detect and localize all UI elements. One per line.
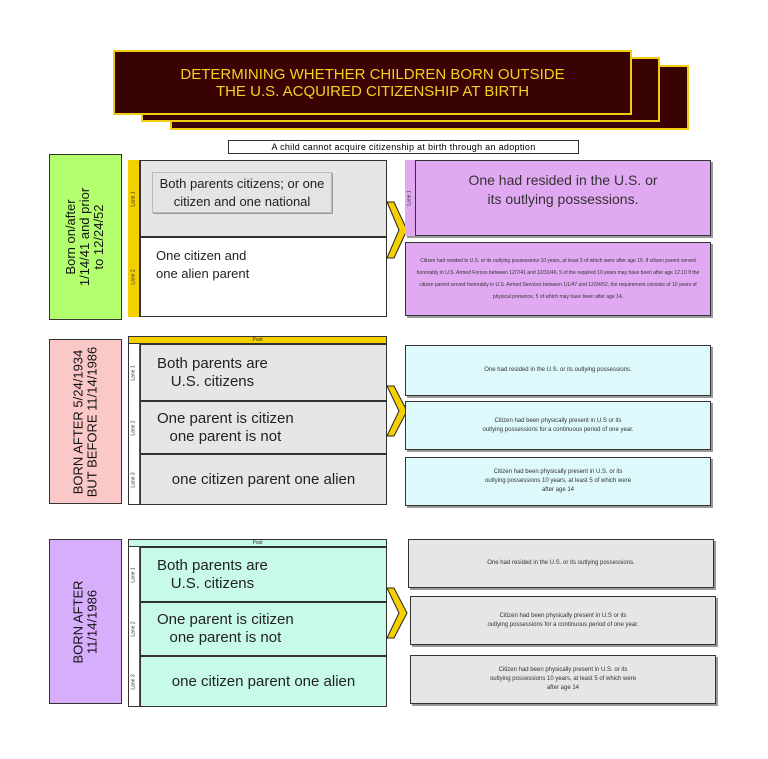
section3-lane2-strip: Lane 2	[128, 602, 140, 656]
section3-result3-text-1: Citizen had been physically present in U…	[498, 667, 628, 673]
section3-result3-text-3: after age 14	[546, 685, 579, 691]
section1-lane2-text-2: one alien parent	[156, 266, 250, 281]
section1-lane2	[140, 237, 387, 317]
section2-result3: Citizen had been physically present in U…	[405, 457, 711, 506]
title-line-2: THE U.S. ACQUIRED CITIZENSHIP AT BIRTH	[215, 82, 530, 100]
section2-lane2-text-1: One parent is citizen	[157, 409, 294, 427]
section3-lane1-strip: Lane 1	[128, 547, 140, 602]
section1-result1-text-2: its outlying possessions.	[487, 191, 639, 207]
section3-lane1: Both parents are U.S. citizens	[140, 547, 387, 602]
section2-result2-text-2: outlying possessions for a continuous pe…	[482, 426, 634, 433]
section1-result2-text: Citizen had resided in U.S. or its outly…	[416, 258, 700, 300]
section2-lane3-text: one citizen parent one alien	[171, 470, 356, 488]
section2-result3-text-1: Citizen had been physically present in U…	[493, 469, 623, 475]
title-line-1: DETERMINING WHETHER CHILDREN BORN OUTSID…	[180, 65, 565, 83]
section1-lane1-strip: Lane 1	[128, 160, 140, 237]
section2-pool	[128, 336, 387, 505]
section2-result2: Citizen had been physically present in U…	[405, 401, 711, 450]
section3-result1: One had resided in the U.S. or its outly…	[408, 539, 714, 588]
section3-result3-text-2: outlying possessions 10 years, at least …	[489, 676, 637, 682]
section1-result1	[405, 160, 711, 236]
section1-lane1-label: Lane 1	[130, 190, 137, 207]
section1-lane1-text-1: Both parents citizens; or one	[159, 175, 325, 191]
section1-lane1-box: Both parents citizens; or one citizen an…	[152, 172, 332, 213]
section2-lane2: One parent is citizen one parent is not	[140, 401, 387, 454]
section2-bracket-arrow	[386, 385, 408, 437]
section2-side-line-2: BUT BEFORE 11/14/1986	[84, 346, 100, 497]
section3-result2: Citizen had been physically present in U…	[410, 596, 716, 645]
section2-lane1: Both parents are U.S. citizens	[140, 344, 387, 401]
section1-result1-strip: Lane 1	[405, 160, 416, 236]
section3-lane3-strip: Lane 3	[128, 656, 140, 707]
section3-lane3-text: one citizen parent one alien	[171, 672, 356, 690]
section3-side-line-1: BORN AFTER	[70, 579, 86, 664]
section1-bracket-arrow	[386, 201, 408, 259]
section2-result3-text-2: outlying possessions 10 years, at least …	[484, 478, 632, 484]
section3-lane2: One parent is citizen one parent is not	[140, 602, 387, 656]
section3-lane3: one citizen parent one alien	[140, 656, 387, 707]
section1-result1-lane-label: Lane 1	[407, 190, 414, 206]
section2-result1-text: One had resided in the U.S. or its outly…	[484, 367, 632, 373]
section2-lane3-strip: Lane 3	[128, 454, 140, 505]
section1-lane1-text-2: citizen and one national	[173, 193, 311, 209]
section1-result1-text: One had resided in the U.S. or its outly…	[418, 171, 708, 209]
section2-lane3: one citizen parent one alien	[140, 454, 387, 505]
section2-side-label: BORN AFTER 5/24/1934 BUT BEFORE 11/14/19…	[49, 339, 122, 504]
section3-lane2-text-2: one parent is not	[169, 629, 282, 646]
section3-result2-text-1: Citizen had been physically present in U…	[499, 612, 627, 619]
section1-result1-text-1: One had resided in the U.S. or	[468, 172, 658, 188]
section3-pool	[128, 539, 387, 707]
section2-result3-text-3: after age 14	[541, 487, 574, 493]
section3-result3: Citizen had been physically present in U…	[410, 655, 716, 704]
section3-side-label: BORN AFTER 11/14/1986	[49, 539, 122, 704]
section3-lane1-text-2: U.S. citizens	[170, 574, 255, 592]
section2-lane2-text-2: one parent is not	[169, 427, 282, 445]
section3-result2-text-2: outlying possessions for a continuous pe…	[487, 621, 639, 628]
section1-lane2-text-1: One citizen and	[156, 248, 247, 263]
section2-lane2-strip: Lane 2	[128, 401, 140, 454]
title-banner: DETERMINING WHETHER CHILDREN BORN OUTSID…	[113, 50, 632, 115]
section2-lane1-text-1: Both parents are	[157, 354, 268, 372]
section1-result2: Citizen had resided in U.S. or its outly…	[405, 242, 711, 316]
section1-lane2-strip: Lane 2	[128, 237, 140, 317]
section2-lane1-strip: Lane 1	[128, 344, 140, 401]
section2-result1: One had resided in the U.S. or its outly…	[405, 345, 711, 396]
section3-result1-text: One had resided in the U.S. or its outly…	[487, 560, 635, 566]
section2-lane1-text-2: U.S. citizens	[170, 372, 255, 390]
section1-side-line-3: to 12/24/52	[91, 204, 107, 270]
section2-result2-text-1: Citizen had been physically present in U…	[494, 417, 622, 424]
section3-lane1-text-1: Both parents are	[157, 556, 268, 574]
section1-lane2-text: One citizen and one alien parent	[156, 247, 356, 283]
section1-side-label: Born on/after 1/14/41 and prior to 12/24…	[49, 154, 122, 320]
section3-bracket-arrow	[386, 587, 408, 639]
adoption-note: A child cannot acquire citizenship at bi…	[228, 140, 579, 154]
section3-lane2-text-1: One parent is citizen	[157, 611, 294, 628]
section1-lane2-label: Lane 2	[130, 269, 137, 285]
section3-side-line-2: 11/14/1986	[84, 589, 100, 654]
